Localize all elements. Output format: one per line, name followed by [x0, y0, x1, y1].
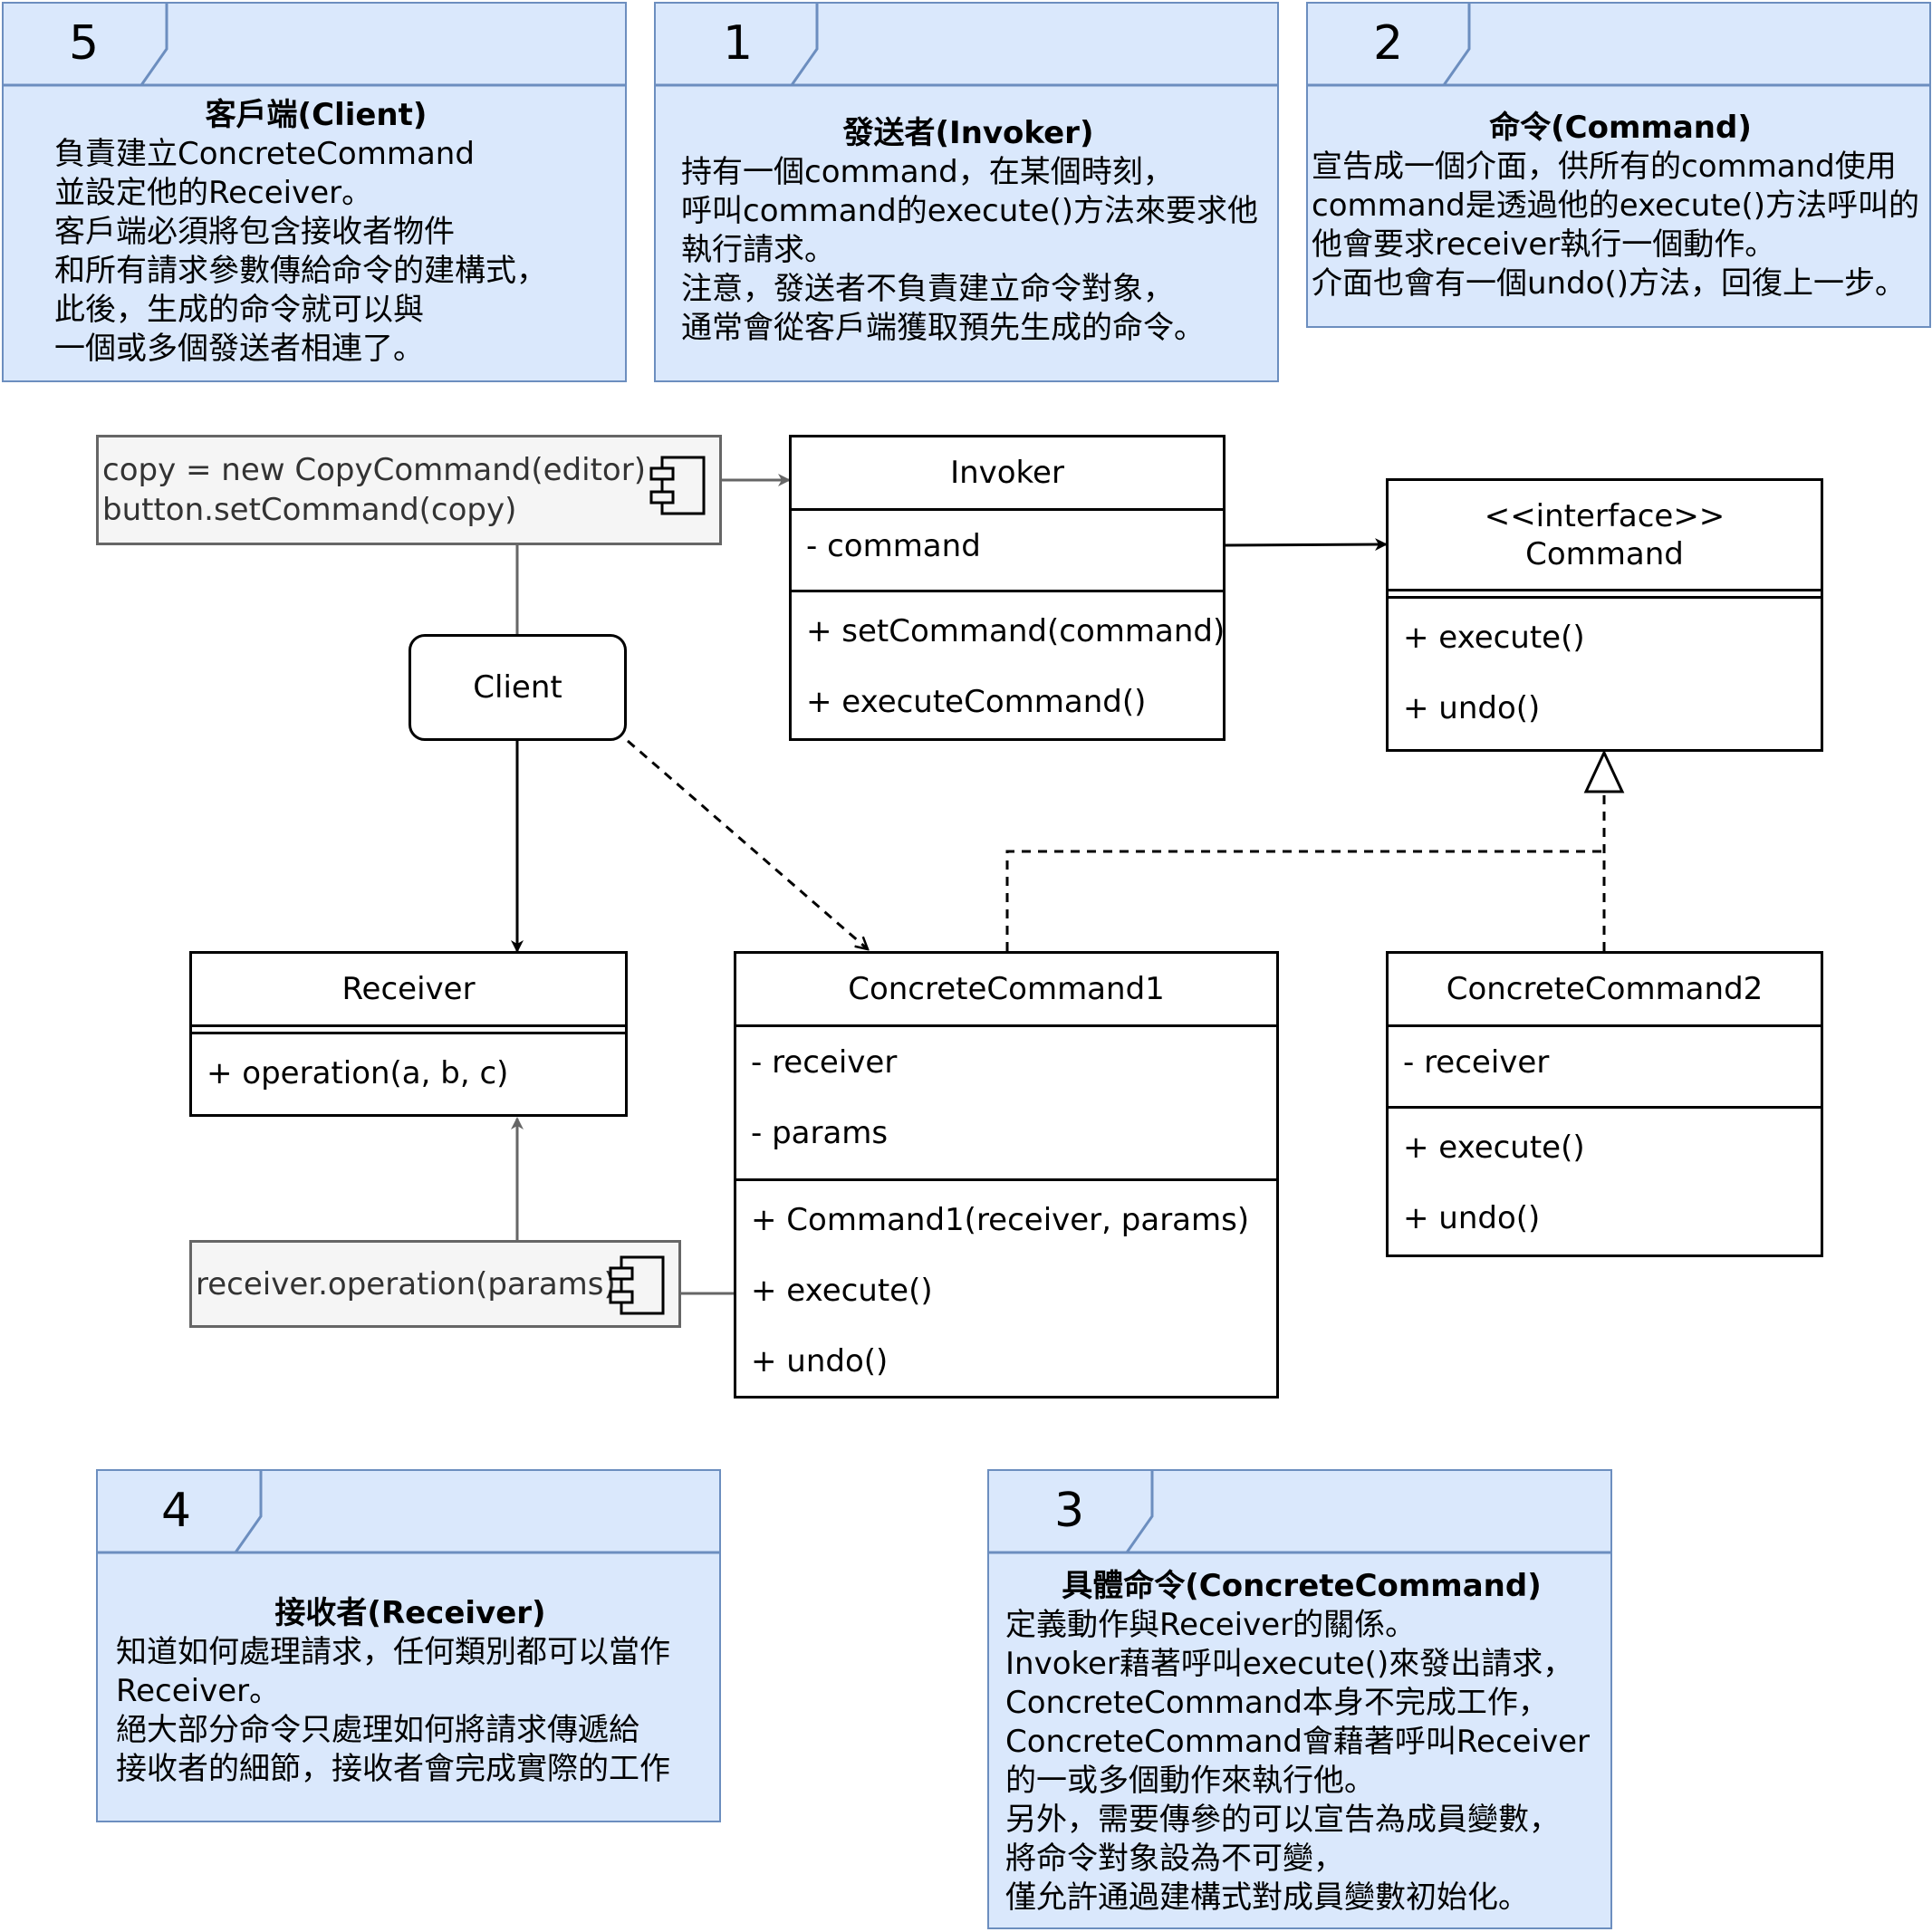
- client-node: Client: [409, 634, 627, 741]
- class-method: + undo(): [1403, 1200, 1541, 1236]
- note-number: 5: [69, 16, 100, 71]
- note-line: 定義動作與Receiver的關係。: [1005, 1607, 1417, 1643]
- note-line: 介面也會有一個undo()方法，回復上一步。: [1312, 265, 1907, 302]
- class-command-interface: <<interface>> Command + execute() + undo…: [1386, 478, 1823, 752]
- note-receiver: 4 接收者(Receiver) 知道如何處理請求，任何類別都可以當作 Recei…: [96, 1469, 721, 1822]
- class-method: + undo(): [1403, 690, 1541, 726]
- realization-triangle: [1583, 749, 1625, 793]
- class-method: + operation(a, b, c): [207, 1055, 509, 1091]
- class-method: + setCommand(command): [806, 613, 1226, 649]
- class-name: ConcreteCommand2: [1389, 954, 1821, 1027]
- class-method: + execute(): [1403, 1129, 1585, 1166]
- empty-attribute-section: [192, 1027, 625, 1034]
- note-line: 呼叫command的execute()方法來要求他: [681, 193, 1259, 229]
- note-title: 客戶端(Client): [205, 97, 428, 133]
- note-invoker: 1 發送者(Invoker) 持有一個command，在某個時刻， 呼叫comm…: [654, 2, 1279, 382]
- note-line: 他會要求receiver執行一個動作。: [1312, 226, 1776, 263]
- class-stereotype: <<interface>>: [1484, 497, 1725, 534]
- note-line: Receiver。: [116, 1673, 281, 1709]
- note-line: Invoker藉著呼叫execute()來發出請求，: [1005, 1646, 1574, 1682]
- class-concrete-command-1: ConcreteCommand1 - receiver - params + C…: [734, 951, 1279, 1399]
- note-tab-shape: [989, 1471, 1610, 1554]
- class-attribute: - params: [751, 1115, 889, 1151]
- note-line: 此後，生成的命令就可以與: [54, 292, 424, 328]
- class-method: + Command1(receiver, params): [751, 1202, 1250, 1238]
- class-invoker: Invoker - command + setCommand(command) …: [789, 435, 1226, 741]
- note-line: 持有一個command，在某個時刻，: [681, 154, 1174, 190]
- class-name: Receiver: [192, 954, 625, 1027]
- note-line: 和所有請求參數傳給命令的建構式，: [54, 253, 547, 289]
- note-line: 注意，發送者不負責建立命令對象，: [681, 271, 1174, 307]
- component-icon: [649, 456, 706, 515]
- class-method: + execute(): [1403, 620, 1585, 656]
- note-client: 5 客戶端(Client) 負責建立ConcreteCommand 並設定他的R…: [2, 2, 627, 382]
- class-name: Invoker: [792, 437, 1223, 511]
- client-label: Client: [473, 669, 562, 706]
- component-icon: [609, 1255, 665, 1315]
- note-title: 接收者(Receiver): [274, 1595, 546, 1631]
- edge-client-to-concrete1: [627, 739, 868, 949]
- note-number: 3: [1054, 1484, 1085, 1538]
- class-attribute: - command: [806, 528, 981, 564]
- note-title: 具體命令(ConcreteCommand): [1062, 1568, 1542, 1604]
- class-method: + undo(): [751, 1343, 889, 1379]
- note-title: 命令(Command): [1489, 110, 1752, 146]
- note-number: 4: [161, 1484, 192, 1538]
- note-number: 1: [723, 16, 754, 71]
- note-title: 發送者(Invoker): [842, 115, 1094, 151]
- note-command: 2 命令(Command) 宣告成一個介面，供所有的command使用 comm…: [1306, 2, 1931, 328]
- note-line: 絕大部分命令只處理如何將請求傳遞給: [116, 1712, 639, 1748]
- class-concrete-command-2: ConcreteCommand2 - receiver + execute() …: [1386, 951, 1823, 1257]
- edge-concrete1-realizes-command: [1005, 850, 1604, 951]
- note-line: 通常會從客戶端獲取預先生成的命令。: [681, 310, 1205, 346]
- note-tab-shape: [1308, 4, 1929, 87]
- note-line: 的一或多個動作來執行他。: [1005, 1763, 1375, 1799]
- class-method: + execute(): [751, 1273, 933, 1309]
- class-receiver: Receiver + operation(a, b, c): [189, 951, 628, 1117]
- note-tab-shape: [4, 4, 625, 87]
- note-line: command是透過他的execute()方法呼叫的: [1312, 187, 1920, 224]
- class-attribute: - receiver: [751, 1044, 898, 1081]
- class-name: Command: [1525, 535, 1684, 572]
- client-code-component: copy = new CopyCommand(editor) button.se…: [96, 435, 722, 545]
- note-line: 客戶端必須將包含接收者物件: [54, 214, 455, 250]
- note-line: 執行請求。: [681, 232, 835, 268]
- class-attribute: - receiver: [1403, 1044, 1550, 1081]
- code-line: button.setCommand(copy): [102, 492, 517, 528]
- note-line: 負責建立ConcreteCommand: [54, 136, 475, 172]
- note-concrete-command: 3 具體命令(ConcreteCommand) 定義動作與Receiver的關係…: [987, 1469, 1612, 1929]
- note-tab-shape: [98, 1471, 719, 1554]
- note-line: 宣告成一個介面，供所有的command使用: [1312, 149, 1897, 185]
- note-line: 僅允許通過建構式對成員變數初始化。: [1005, 1879, 1529, 1916]
- code-line: copy = new CopyCommand(editor): [102, 452, 646, 488]
- class-name: ConcreteCommand1: [736, 954, 1276, 1027]
- note-line: 另外，需要傳參的可以宣告為成員變數，: [1005, 1802, 1560, 1838]
- note-line: 將命令對象設為不可變，: [1005, 1841, 1344, 1877]
- note-line: 知道如何處理請求，任何類別都可以當作: [116, 1634, 670, 1670]
- note-line: ConcreteCommand本身不完成工作，: [1005, 1685, 1549, 1721]
- note-line: 接收者的細節，接收者會完成實際的工作: [116, 1751, 670, 1787]
- note-tab-shape: [656, 4, 1277, 87]
- note-line: 一個或多個發送者相連了。: [54, 331, 424, 367]
- empty-attribute-section: [1389, 591, 1821, 599]
- receiver-code-component: receiver.operation(params): [189, 1240, 681, 1328]
- class-method: + executeCommand(): [806, 684, 1147, 720]
- code-line: receiver.operation(params): [196, 1266, 616, 1302]
- note-number: 2: [1373, 16, 1404, 71]
- note-line: ConcreteCommand會藉著呼叫Receiver: [1005, 1724, 1591, 1760]
- note-line: 並設定他的Receiver。: [54, 175, 373, 211]
- edge-invoker-to-command: [1224, 538, 1388, 552]
